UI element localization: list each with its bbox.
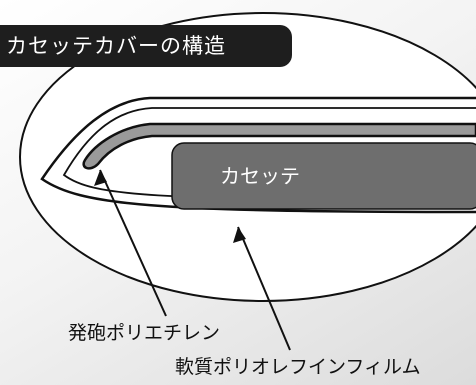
cassette-body bbox=[171, 142, 476, 210]
film-callout-line bbox=[237, 226, 291, 351]
cassette-label: カセッテ bbox=[220, 164, 300, 188]
cover-outer-film bbox=[40, 96, 476, 214]
film-callout-arrowhead bbox=[233, 227, 246, 243]
foam-callout-arrowhead bbox=[94, 170, 107, 186]
polyolefin-film-label: 軟質ポリオレフインフィルム bbox=[175, 356, 421, 378]
foam-polyethylene-label: 発砲ポリエチレン bbox=[68, 322, 221, 344]
foam-callout-line bbox=[99, 169, 167, 317]
diagram-title: カセッテカバーの構造 bbox=[0, 25, 292, 67]
foam-polyethylene-layer bbox=[82, 122, 476, 170]
